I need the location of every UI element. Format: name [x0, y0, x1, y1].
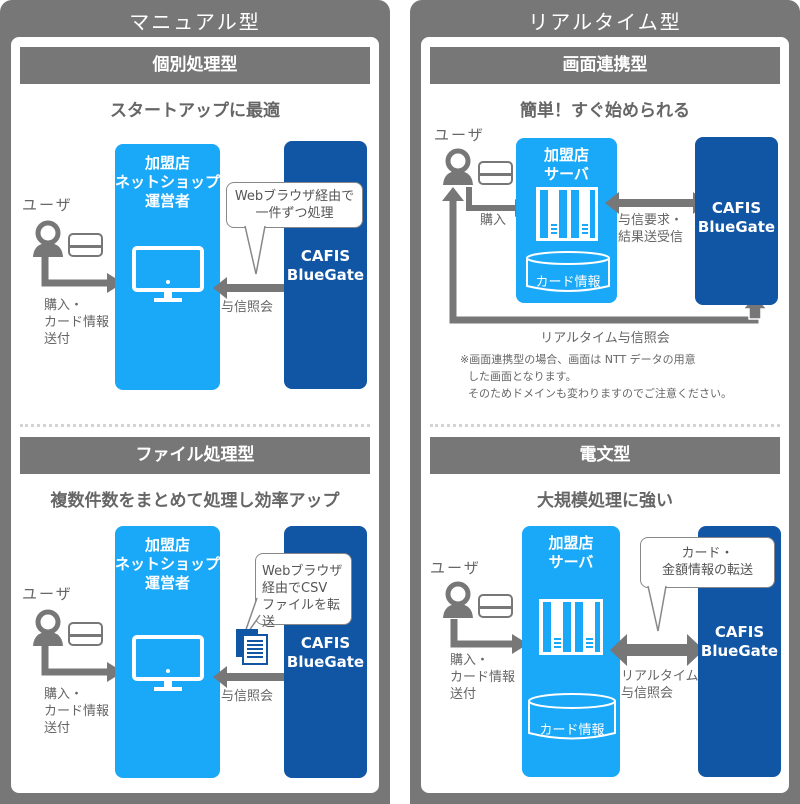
screen-link-subtitle: 簡単！すぐ始められる — [520, 101, 690, 121]
individual-processing-subtitle: スタートアップに最適 — [110, 101, 280, 121]
user-with-card-icon — [443, 581, 513, 618]
credit-inquiry-label: 与信照会 — [221, 689, 274, 704]
manual-type-content: 個別処理型 スタートアップに最適 ユーザ 購入・ カード情報 送付 加盟店 ネッ… — [11, 37, 379, 793]
message-type-subtitle: 大規模処理に強い — [537, 491, 673, 511]
speech-bubble-tail — [647, 585, 667, 632]
speech-bubble-file: Webブラウザ 経由でCSV ファイルを転送 — [255, 553, 352, 630]
user-label: ユーザ — [22, 585, 73, 603]
credit-inquiry-label: 与信照会 — [221, 300, 274, 315]
manual-type-title: マニュアル型 — [129, 10, 261, 34]
user-label: ユーザ — [430, 559, 481, 577]
file-processing-header: ファイル処理型 — [20, 437, 370, 474]
monitor-icon — [132, 635, 204, 691]
user-label: ユーザ — [434, 126, 485, 144]
purchase-label: 購入 — [480, 213, 507, 228]
section-divider — [430, 424, 780, 427]
server-rack-icon — [539, 599, 603, 655]
speech-bubble-tail — [244, 225, 266, 275]
cafis-bluegate-box: CAFIS BlueGate — [695, 137, 778, 305]
realtime-inquiry-arrow — [610, 634, 704, 666]
individual-processing-header: 個別処理型 — [20, 47, 370, 84]
user-with-card-icon — [33, 609, 103, 646]
screen-link-note: ※画面連携型の場合、画面は NTT データの用意 した画面となります。 そのため… — [460, 353, 732, 400]
card-info-db-label: カード情報 — [535, 275, 601, 290]
speech-bubble-message: カード・ 金額情報の転送 — [640, 537, 775, 588]
realtime-type-content: 画面連携型 簡単！すぐ始められる ユーザ 購入 加盟店 サーバ — [421, 37, 789, 793]
realtime-type-title: リアルタイム型 — [528, 10, 682, 34]
monitor-icon — [132, 246, 204, 302]
purchase-card-send-label: 購入・ カード情報 送付 — [44, 298, 110, 347]
screen-link-header: 画面連携型 — [430, 47, 780, 84]
section-divider — [20, 424, 370, 427]
card-info-db-label: カード情報 — [539, 723, 605, 738]
purchase-card-send-label: 購入・ カード情報 送付 — [450, 653, 516, 702]
message-type-header: 電文型 — [430, 437, 780, 474]
realtime-inquiry-label: リアルタイム 与信照会 — [621, 669, 699, 701]
file-processing-subtitle: 複数件数をまとめて処理し効率アップ — [50, 491, 340, 511]
csv-document-icon — [236, 629, 268, 665]
credit-request-label: 与信要求・ 結果送受信 — [618, 213, 684, 245]
card-database-icon — [528, 693, 616, 740]
purchase-arrow — [450, 619, 528, 654]
manual-type-panel: マニュアル型 個別処理型 スタートアップに最適 ユーザ 購入・ カード情報 送付… — [0, 0, 390, 804]
speech-bubble-individual: Webブラウザ経由で 一件ずつ処理 — [226, 182, 363, 228]
user-with-card-icon — [443, 148, 513, 185]
cafis-bluegate-box: CAFIS BlueGate — [284, 141, 367, 389]
purchase-card-send-label: 購入・ カード情報 送付 — [44, 687, 110, 736]
user-label: ユーザ — [22, 196, 73, 214]
realtime-inquiry-label: リアルタイム与信照会 — [540, 331, 670, 346]
realtime-type-panel: リアルタイム型 画面連携型 簡単！すぐ始められる ユーザ 購入 加盟店 サーバ — [410, 0, 800, 804]
server-rack-icon — [536, 187, 598, 241]
realtime-return-arrow — [442, 187, 769, 324]
user-with-card-icon — [33, 220, 103, 257]
card-database-icon — [526, 251, 610, 292]
